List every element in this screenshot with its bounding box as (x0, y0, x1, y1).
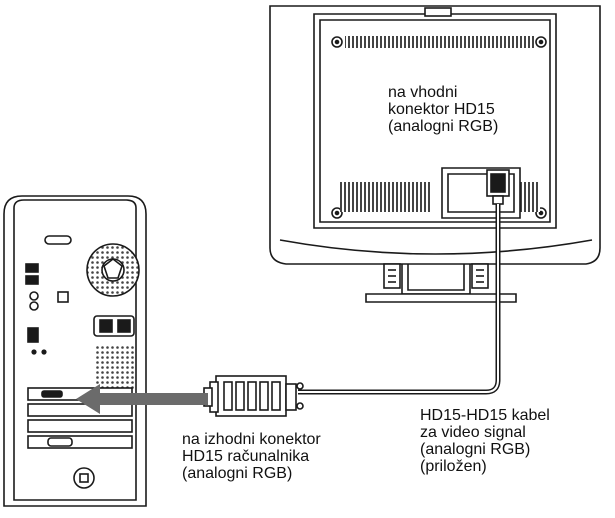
computer-output-line-1: na izhodni konektor (182, 431, 321, 448)
monitor-input-line-2: konektor HD15 (388, 101, 495, 118)
computer-rear (3, 195, 147, 507)
cable-line-4: (priložen) (420, 458, 487, 475)
monitor-input-line-3: (analogni RGB) (388, 118, 499, 135)
computer-output-line-2: HD15 računalnika (182, 448, 310, 465)
computer-output-line-3: (analogni RGB) (182, 465, 293, 482)
monitor-input-line-1: na vhodni (388, 84, 458, 101)
computer-output-label: na izhodni konektor HD15 računalnika (an… (182, 431, 321, 482)
monitor-input-label: na vhodni konektor HD15 (analogni RGB) (388, 84, 498, 135)
cable-line-1: HD15-HD15 kabel (420, 407, 550, 424)
monitor-rear (269, 5, 601, 303)
cable-line-3: (analogni RGB) (420, 441, 531, 458)
cable-line-2: za video signal (420, 424, 526, 441)
hd15-plug (203, 375, 304, 417)
cable-label: HD15-HD15 kabel za video signal (analogn… (420, 407, 550, 475)
connection-arrow (76, 384, 208, 414)
